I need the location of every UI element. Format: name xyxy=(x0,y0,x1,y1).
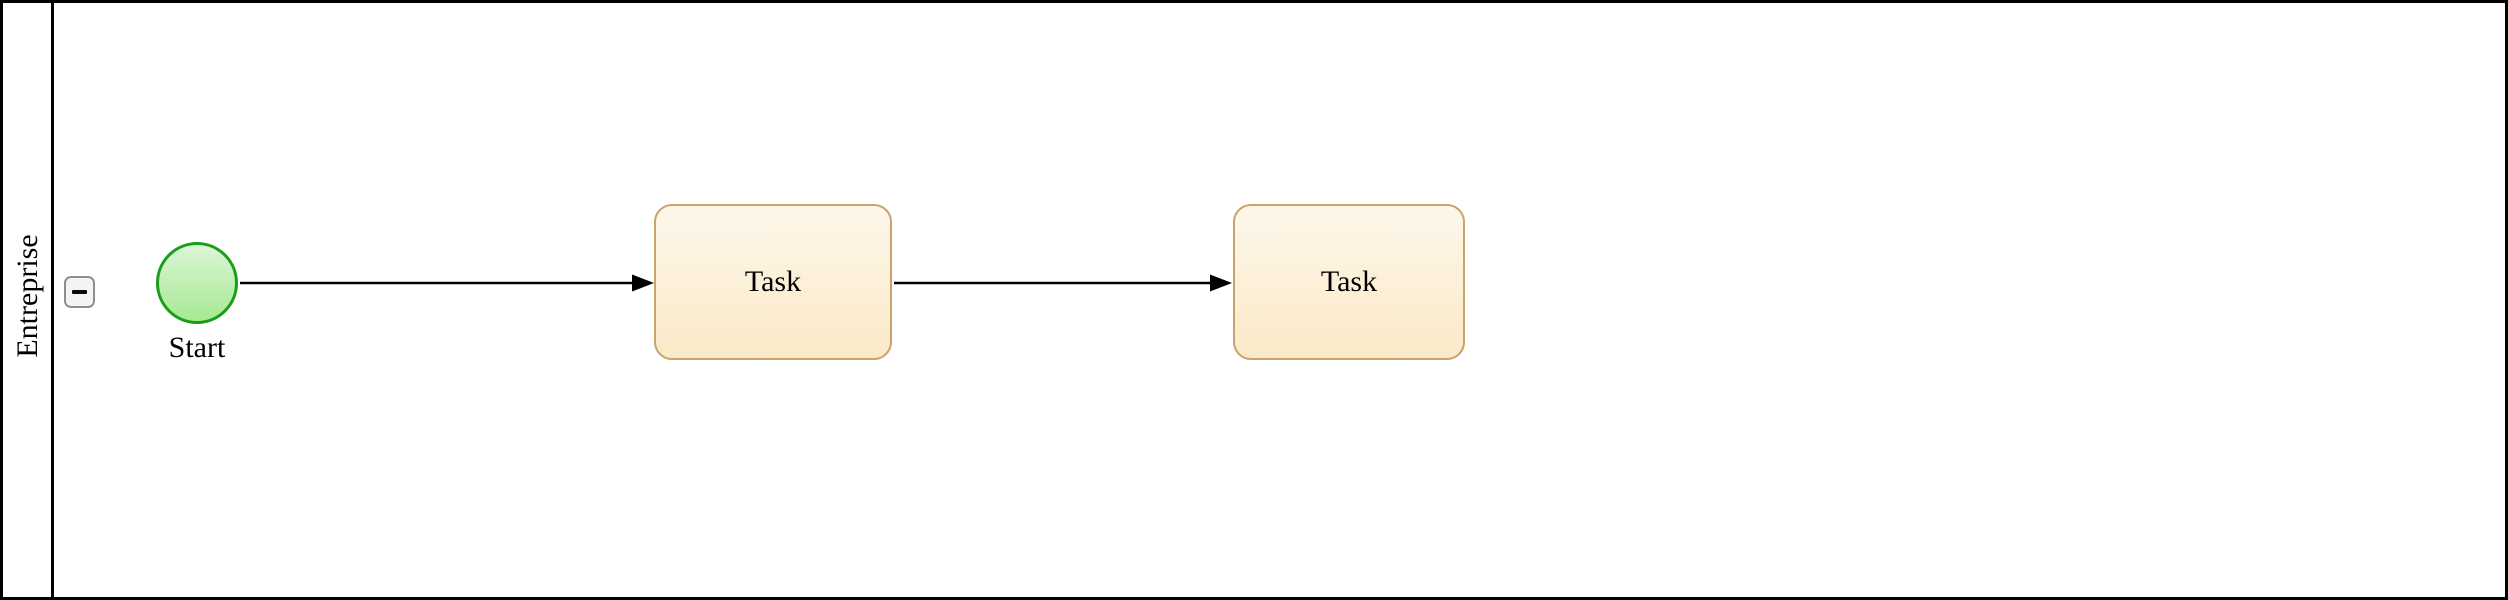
lane-divider xyxy=(51,3,54,597)
sequence-flow-layer xyxy=(240,274,1232,292)
minus-icon xyxy=(72,290,87,294)
start-event-label: Start xyxy=(168,331,226,364)
sequence-flow-task1-to-task2[interactable] xyxy=(894,274,1232,292)
start-event-circle[interactable] xyxy=(156,242,238,324)
task-1-label: Task xyxy=(744,265,802,298)
task-node-1[interactable]: Task xyxy=(654,204,892,360)
collapse-pool-button[interactable] xyxy=(64,276,95,308)
sequence-flow-start-to-task1[interactable] xyxy=(240,274,654,292)
task-node-2[interactable]: Task xyxy=(1233,204,1465,360)
task-2-label: Task xyxy=(1320,265,1378,298)
